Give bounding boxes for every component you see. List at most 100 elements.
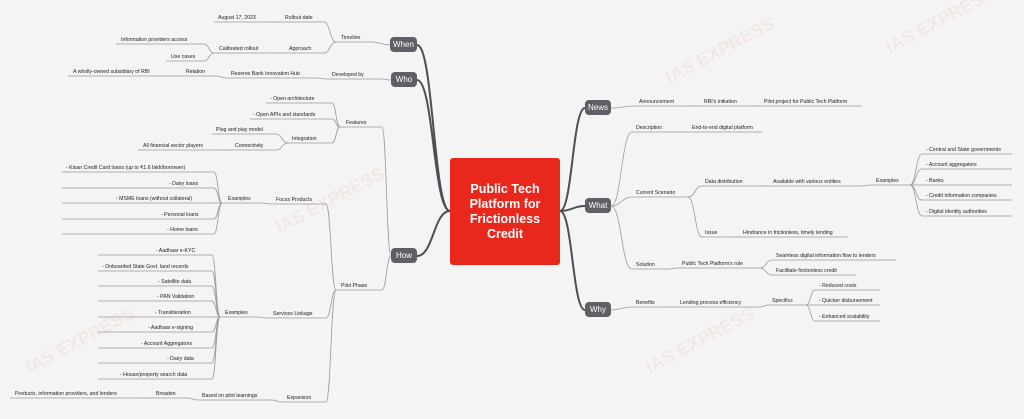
node-when[interactable]: When — [390, 37, 417, 52]
node-based-on[interactable]: Based on pilot learnings — [202, 393, 258, 399]
connector-line — [559, 107, 586, 212]
node-sl-item[interactable]: - Aadhaar e-KYC — [156, 248, 196, 254]
node-available[interactable]: Available with various entities — [773, 179, 841, 185]
node-solution[interactable]: Solution — [636, 262, 655, 268]
node-sl-examples[interactable]: Examples — [225, 310, 248, 316]
node-example-item[interactable]: - Central and State governments — [926, 147, 1001, 153]
node-plug-play[interactable]: Plug and play model — [216, 127, 264, 133]
connector-line — [759, 304, 769, 308]
node-hindrance[interactable]: Hindrance in frictionless, timely lendin… — [743, 230, 833, 236]
node-services-linkage[interactable]: Services Linkage — [273, 311, 313, 317]
node-pilot-project[interactable]: Pilot project for Public Tech Platform — [764, 99, 848, 105]
node-fp-item[interactable]: - MSME loans (without collateral) — [116, 196, 193, 202]
node-sl-item[interactable]: - Onboarded State Govt. land records — [102, 264, 189, 270]
connector-line — [213, 187, 223, 204]
connector-line — [215, 75, 227, 79]
node-broaden[interactable]: Broaden — [156, 391, 176, 397]
node-open-architecture[interactable]: - Open architecture — [270, 96, 315, 102]
connector-line — [687, 185, 703, 198]
node-fp-examples[interactable]: Examples — [228, 196, 251, 202]
node-specific-item[interactable]: - Enhanced scalability — [819, 314, 870, 320]
connector-line — [211, 300, 221, 318]
node-date[interactable]: August 17, 2023 — [218, 15, 256, 21]
node-rollout-date[interactable]: Rollout date — [285, 15, 313, 21]
node-example-item[interactable]: - Banks — [926, 178, 944, 184]
node-how[interactable]: How — [391, 248, 417, 263]
node-all-players[interactable]: All financial sector players — [143, 143, 203, 149]
node-benefits[interactable]: Benefits — [636, 300, 655, 306]
node-example-item[interactable]: - Credit information companies — [926, 193, 997, 199]
node-facilitate-credit[interactable]: Facilitate frictionless credit — [776, 268, 837, 274]
connector-line — [416, 79, 451, 212]
connector-line — [325, 289, 337, 403]
connector-line — [323, 41, 337, 54]
node-features[interactable]: Features — [346, 120, 367, 126]
node-fp-item[interactable]: - Personal loans — [161, 212, 199, 218]
connector-line — [213, 171, 223, 204]
node-news[interactable]: News — [585, 100, 611, 115]
connector-line — [805, 289, 816, 306]
node-info-access[interactable]: Information providers access — [121, 37, 188, 43]
node-fp-item[interactable]: - Kisan Credit Card loans (up to ₹1.6 la… — [66, 165, 186, 171]
connector-line — [381, 255, 392, 291]
connector-line — [610, 105, 637, 109]
node-specific-item[interactable]: - Reduced costs — [819, 283, 857, 289]
connector-line — [861, 184, 873, 187]
node-fp-item[interactable]: - Dairy loans — [169, 181, 199, 187]
connector-line — [909, 153, 923, 186]
node-open-apis[interactable]: - Open APIs and standards — [253, 112, 316, 118]
connector-line — [211, 316, 221, 380]
node-description[interactable]: Description — [636, 125, 662, 131]
node-end-to-end[interactable]: End-to-end digital platform — [692, 125, 753, 131]
node-sl-item[interactable]: - PAN Validation — [157, 294, 195, 300]
node-platform-role[interactable]: Public Tech Platform's role — [682, 261, 743, 267]
node-sl-item[interactable]: - Transliteration — [155, 310, 191, 316]
node-calibrated[interactable]: Calibrated rollout — [219, 46, 259, 52]
node-example-item[interactable]: - Account aggregators — [926, 162, 977, 168]
node-announcement[interactable]: Announcement — [639, 99, 674, 105]
node-rbi-initiation[interactable]: RBI's initiation — [704, 99, 737, 105]
node-data-distribution[interactable]: Data distribution — [705, 179, 743, 185]
node-sl-item[interactable]: - House/property search data — [120, 372, 188, 378]
node-approach[interactable]: Approach — [289, 46, 312, 52]
connector-line — [257, 316, 269, 319]
node-specifics[interactable]: Specifics — [772, 298, 793, 304]
node-seamless-flow[interactable]: Seamless digital information flow to len… — [776, 253, 876, 259]
node-developed-by[interactable]: Developed by — [332, 72, 364, 78]
connector-line — [271, 399, 283, 403]
node-sl-item[interactable]: - Satellite data — [158, 279, 192, 285]
node-example-item[interactable]: - Digital identity authorities — [926, 209, 987, 215]
node-integration[interactable]: Integration — [292, 136, 317, 142]
node-broaden-detail[interactable]: Products, information providers, and len… — [15, 391, 117, 397]
node-why[interactable]: Why — [585, 302, 611, 317]
node-focus-products[interactable]: Focus Products — [276, 197, 313, 203]
node-issue[interactable]: Issue — [705, 230, 718, 236]
node-who[interactable]: Who — [391, 72, 417, 87]
central-topic[interactable]: Public Tech Platform for Frictionless Cr… — [450, 158, 560, 265]
node-fp-item[interactable]: - Home loans — [167, 227, 198, 233]
node-sl-item[interactable]: - Dairy data — [167, 356, 194, 362]
node-timeline[interactable]: Timeline — [341, 35, 361, 41]
node-what-examples[interactable]: Examples — [876, 178, 899, 184]
node-efficiency[interactable]: Lending process efficiency — [680, 300, 742, 306]
central-topic-title: Public Tech Platform for Frictionless Cr… — [469, 181, 541, 241]
connector-line — [331, 102, 341, 128]
node-relation[interactable]: Relation — [186, 69, 206, 75]
node-sl-item[interactable]: - Account Aggregators — [141, 341, 193, 347]
connector-line — [559, 210, 586, 311]
node-rbi-hub[interactable]: Reserve Bank Innovation Hub — [231, 71, 300, 77]
node-pilot-phase[interactable]: Pilot Phase — [341, 283, 368, 289]
node-expansion[interactable]: Expansion — [287, 395, 312, 401]
node-specific-item[interactable]: - Quicker disbursement — [819, 298, 873, 304]
node-what[interactable]: What — [585, 198, 611, 213]
node-use-cases[interactable]: Use cases — [171, 54, 196, 60]
node-sl-item[interactable]: - Aadhaar e-signing — [148, 325, 193, 331]
connector-line — [331, 126, 341, 144]
node-connectivity[interactable]: Connectivity — [235, 143, 264, 149]
node-subsidiary[interactable]: A wholly-owned subsidiary of RBI — [73, 69, 150, 75]
connector-line — [909, 184, 923, 201]
connector-line — [610, 205, 633, 270]
node-current-scenario[interactable]: Current Scenario — [636, 190, 676, 196]
connector-line — [416, 44, 451, 212]
